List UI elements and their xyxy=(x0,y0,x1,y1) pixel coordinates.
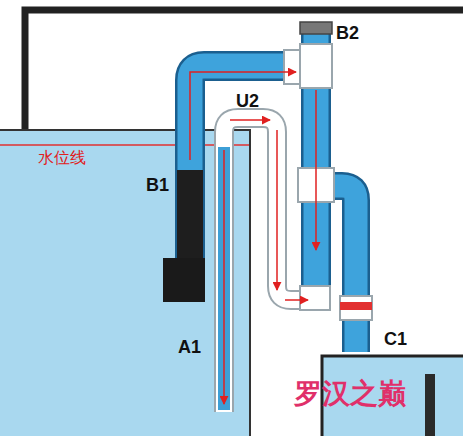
part-label: B1 xyxy=(146,176,169,194)
valve-band xyxy=(340,302,372,310)
main-tank xyxy=(0,130,250,436)
part-label: A1 xyxy=(178,338,201,356)
tee-fitting xyxy=(300,44,332,88)
b1-pipe xyxy=(177,170,203,265)
part-label: B2 xyxy=(336,24,359,42)
bottom-elbow xyxy=(300,286,330,310)
part-label: C1 xyxy=(384,330,407,348)
valve-coupling xyxy=(340,296,372,320)
part-label: U2 xyxy=(236,92,259,110)
sump-divider xyxy=(425,374,435,436)
flow-arrow xyxy=(190,72,316,404)
b1-strainer xyxy=(163,258,205,302)
main-drain-pipe xyxy=(190,34,356,352)
b2-cap xyxy=(300,22,332,34)
watermark: 罗汉之巅 xyxy=(294,380,406,408)
water-line-label: 水位线 xyxy=(38,150,86,166)
water-line xyxy=(0,144,249,146)
